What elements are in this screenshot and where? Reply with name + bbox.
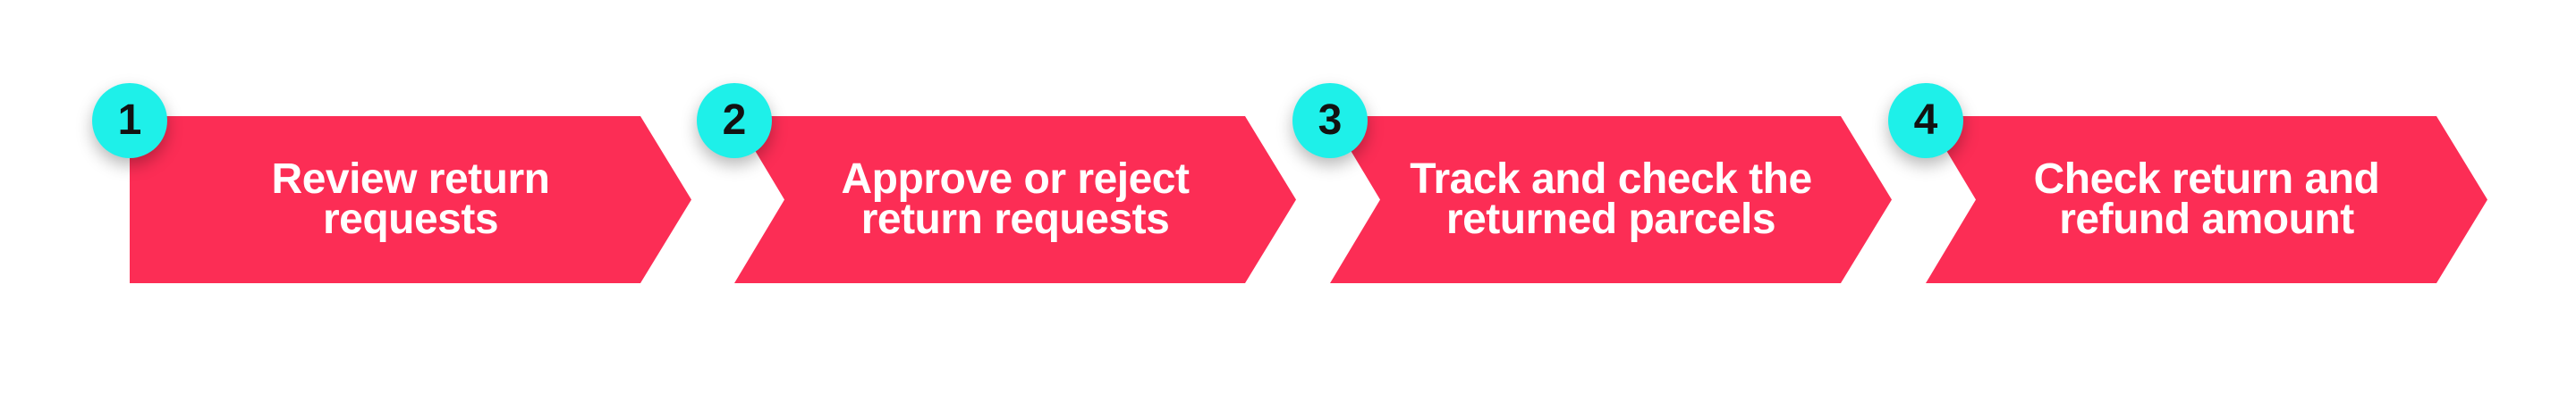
step-4-label: Check return and refund amount [2034, 157, 2380, 240]
step-2-label-line-1: Approve or reject [841, 155, 1190, 203]
step-1-label: Review return requests [272, 157, 550, 240]
step-4-number-badge: 4 [1888, 83, 1963, 158]
step-3: Track and check the returned parcels 3 [1292, 83, 1892, 283]
step-2-number-badge: 2 [697, 83, 772, 158]
step-4-arrow-shape: Check return and refund amount [1926, 116, 2487, 283]
step-2-number: 2 [722, 96, 747, 144]
step-1-label-line-1: Review return [271, 155, 550, 203]
step-3-label: Track and check the returned parcels [1410, 157, 1812, 240]
step-2-label-line-2: return requests [860, 195, 1170, 243]
step-3-number: 3 [1318, 96, 1343, 144]
step-3-label-line-1: Track and check the [1410, 155, 1812, 203]
step-1-label-line-2: requests [322, 195, 499, 243]
step-3-number-badge: 3 [1292, 83, 1368, 158]
step-4: Check return and refund amount 4 [1888, 83, 2487, 283]
step-2-arrow-shape: Approve or reject return requests [734, 116, 1296, 283]
step-2: Approve or reject return requests 2 [697, 83, 1296, 283]
step-4-label-line-1: Check return and [2033, 155, 2380, 203]
step-2-label: Approve or reject return requests [842, 157, 1190, 240]
step-1-number: 1 [117, 96, 142, 144]
step-1-number-badge: 1 [92, 83, 167, 158]
step-4-label-line-2: refund amount [2059, 195, 2354, 243]
step-4-number: 4 [1913, 96, 1938, 144]
step-3-label-line-2: returned parcels [1445, 195, 1776, 243]
step-1-arrow-shape: Review return requests [130, 116, 691, 283]
step-1: Review return requests 1 [92, 83, 691, 283]
step-3-arrow-shape: Track and check the returned parcels [1330, 116, 1892, 283]
